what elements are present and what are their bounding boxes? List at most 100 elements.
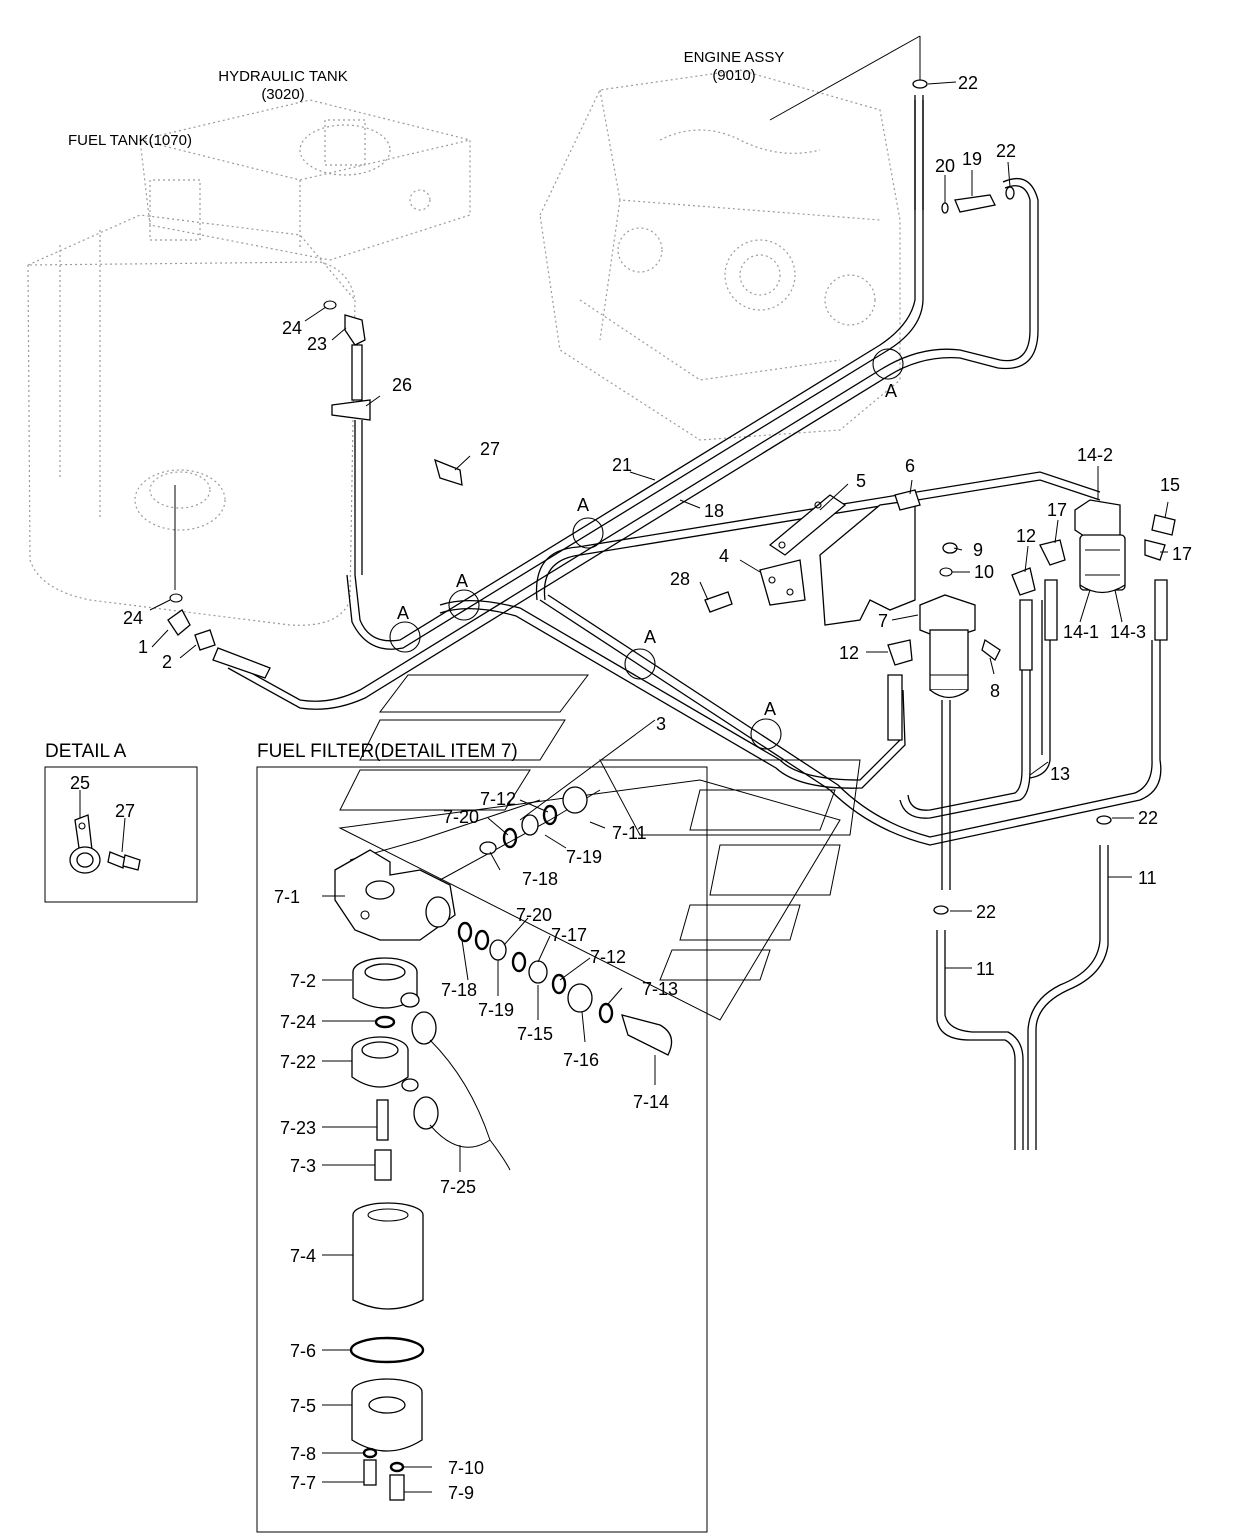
label-14-1: 14-1 (1063, 622, 1099, 642)
fittings (167, 79, 1176, 915)
label-9: 9 (973, 540, 983, 560)
label-1: 1 (138, 637, 148, 657)
bracket-5 (768, 494, 916, 626)
label-7-18: 7-18 (441, 980, 477, 1000)
label-14-3: 14-3 (1110, 622, 1146, 642)
part-labels: 22 20 19 22 24 23 26 27 21 18 5 6 14-2 1… (70, 73, 1192, 979)
fuel-filter-7 (919, 594, 976, 699)
label-22: 22 (996, 141, 1016, 161)
label-26: 26 (392, 375, 412, 395)
label-25: 25 (70, 773, 90, 793)
return-hose-11 (936, 845, 1109, 1150)
fuel-filter-leader-lines (322, 799, 656, 1493)
detail-a-markers (389, 348, 904, 750)
detail-a-marker-label: A (644, 627, 656, 647)
label-12: 12 (1016, 526, 1036, 546)
label-17: 17 (1047, 500, 1067, 520)
label-24: 24 (282, 318, 302, 338)
label-22: 22 (1138, 808, 1158, 828)
label-7-10: 7-10 (448, 1458, 484, 1478)
label-7-16: 7-16 (563, 1050, 599, 1070)
label-6: 6 (905, 456, 915, 476)
label-7-1: 7-1 (274, 887, 300, 907)
label-11: 11 (976, 959, 995, 979)
label-8: 8 (990, 681, 1000, 701)
label-4: 4 (719, 546, 729, 566)
label-27: 27 (115, 801, 135, 821)
label-7-12: 7-12 (590, 947, 626, 967)
section-titles: DETAIL A FUEL FILTER(DETAIL ITEM 7) (45, 741, 518, 762)
label-7-13: 7-13 (642, 979, 678, 999)
label-5: 5 (856, 471, 866, 491)
label-11: 11 (1138, 868, 1157, 888)
engine-assy-code: (9010) (712, 67, 755, 84)
fuel-filter-title: FUEL FILTER(DETAIL ITEM 7) (257, 741, 518, 762)
fuel-tank-caption: FUEL TANK(1070) (68, 132, 192, 149)
fuel-filter-frame (256, 766, 708, 1533)
fuel-pipe-21 (227, 177, 1039, 710)
label-7-20: 7-20 (516, 905, 552, 925)
engine-ghost (539, 69, 901, 441)
label-7-8: 7-8 (290, 1444, 316, 1464)
label-17: 17 (1172, 544, 1192, 564)
label-22: 22 (958, 73, 978, 93)
label-7-25: 7-25 (440, 1177, 476, 1197)
detail-a-frame (44, 766, 198, 903)
label-7-3: 7-3 (290, 1156, 316, 1176)
label-24: 24 (123, 608, 143, 628)
label-7-17: 7-17 (551, 925, 587, 945)
label-7-2: 7-2 (290, 971, 316, 991)
label-2: 2 (162, 652, 172, 672)
label-7-12: 7-12 (480, 789, 516, 809)
label-7-11: 7-11 (612, 823, 647, 843)
hydraulic-tank-code: (3020) (261, 86, 304, 103)
label-7-20: 7-20 (443, 807, 479, 827)
assembly-captions: ENGINE ASSY (9010) HYDRAULIC TANK (3020)… (68, 49, 784, 149)
fuel-tank-ghost (27, 179, 356, 626)
label-14-2: 14-2 (1077, 445, 1113, 465)
hydraulic-tank-ghost (139, 99, 471, 261)
label-21: 21 (612, 455, 632, 475)
label-10: 10 (974, 562, 994, 582)
detail-a-marker-label: A (764, 699, 776, 719)
label-13: 13 (1050, 764, 1070, 784)
label-7-4: 7-4 (290, 1246, 316, 1266)
hydraulic-tank-caption: HYDRAULIC TANK (218, 68, 347, 85)
label-7-6: 7-6 (290, 1341, 316, 1361)
label-27: 27 (480, 439, 500, 459)
label-7-24: 7-24 (280, 1012, 316, 1032)
bracket-4 (759, 559, 806, 606)
upper-hose-22 (914, 95, 924, 210)
label-22: 22 (976, 902, 996, 922)
label-7-22: 7-22 (280, 1052, 316, 1072)
label-7-14: 7-14 (633, 1092, 669, 1112)
label-3: 3 (656, 714, 666, 734)
label-15: 15 (1160, 475, 1180, 495)
detail-a-marker-label: A (397, 603, 409, 623)
detail-a-marker-label: A (885, 381, 897, 401)
detail-a-clamp (69, 790, 141, 874)
engine-assy-caption: ENGINE ASSY (684, 49, 785, 66)
label-7-19: 7-19 (566, 847, 602, 867)
fuel-filter-labels: 7-12 7-20 7-11 7-19 7-18 7-1 7-20 7-17 7… (274, 789, 678, 1503)
label-19: 19 (962, 149, 982, 169)
label-7-19: 7-19 (478, 1000, 514, 1020)
label-7-15: 7-15 (517, 1024, 553, 1044)
label-28: 28 (670, 569, 690, 589)
detail-a-title: DETAIL A (45, 741, 127, 762)
label-7-18: 7-18 (522, 869, 558, 889)
detail-a-marker-label: A (456, 571, 468, 591)
label-7-7: 7-7 (290, 1473, 316, 1493)
label-18: 18 (704, 501, 724, 521)
detail-a-marker-label: A (577, 495, 589, 515)
fuel-pipe-18 (346, 100, 924, 650)
label-23: 23 (307, 334, 327, 354)
label-7: 7 (878, 611, 888, 631)
label-20: 20 (935, 156, 955, 176)
label-12: 12 (839, 643, 859, 663)
fuel-filter-exploded-parts (334, 786, 673, 1501)
main-leader-lines (149, 81, 1169, 969)
label-7-9: 7-9 (448, 1483, 474, 1503)
fuel-pipe-13 (535, 471, 1162, 890)
